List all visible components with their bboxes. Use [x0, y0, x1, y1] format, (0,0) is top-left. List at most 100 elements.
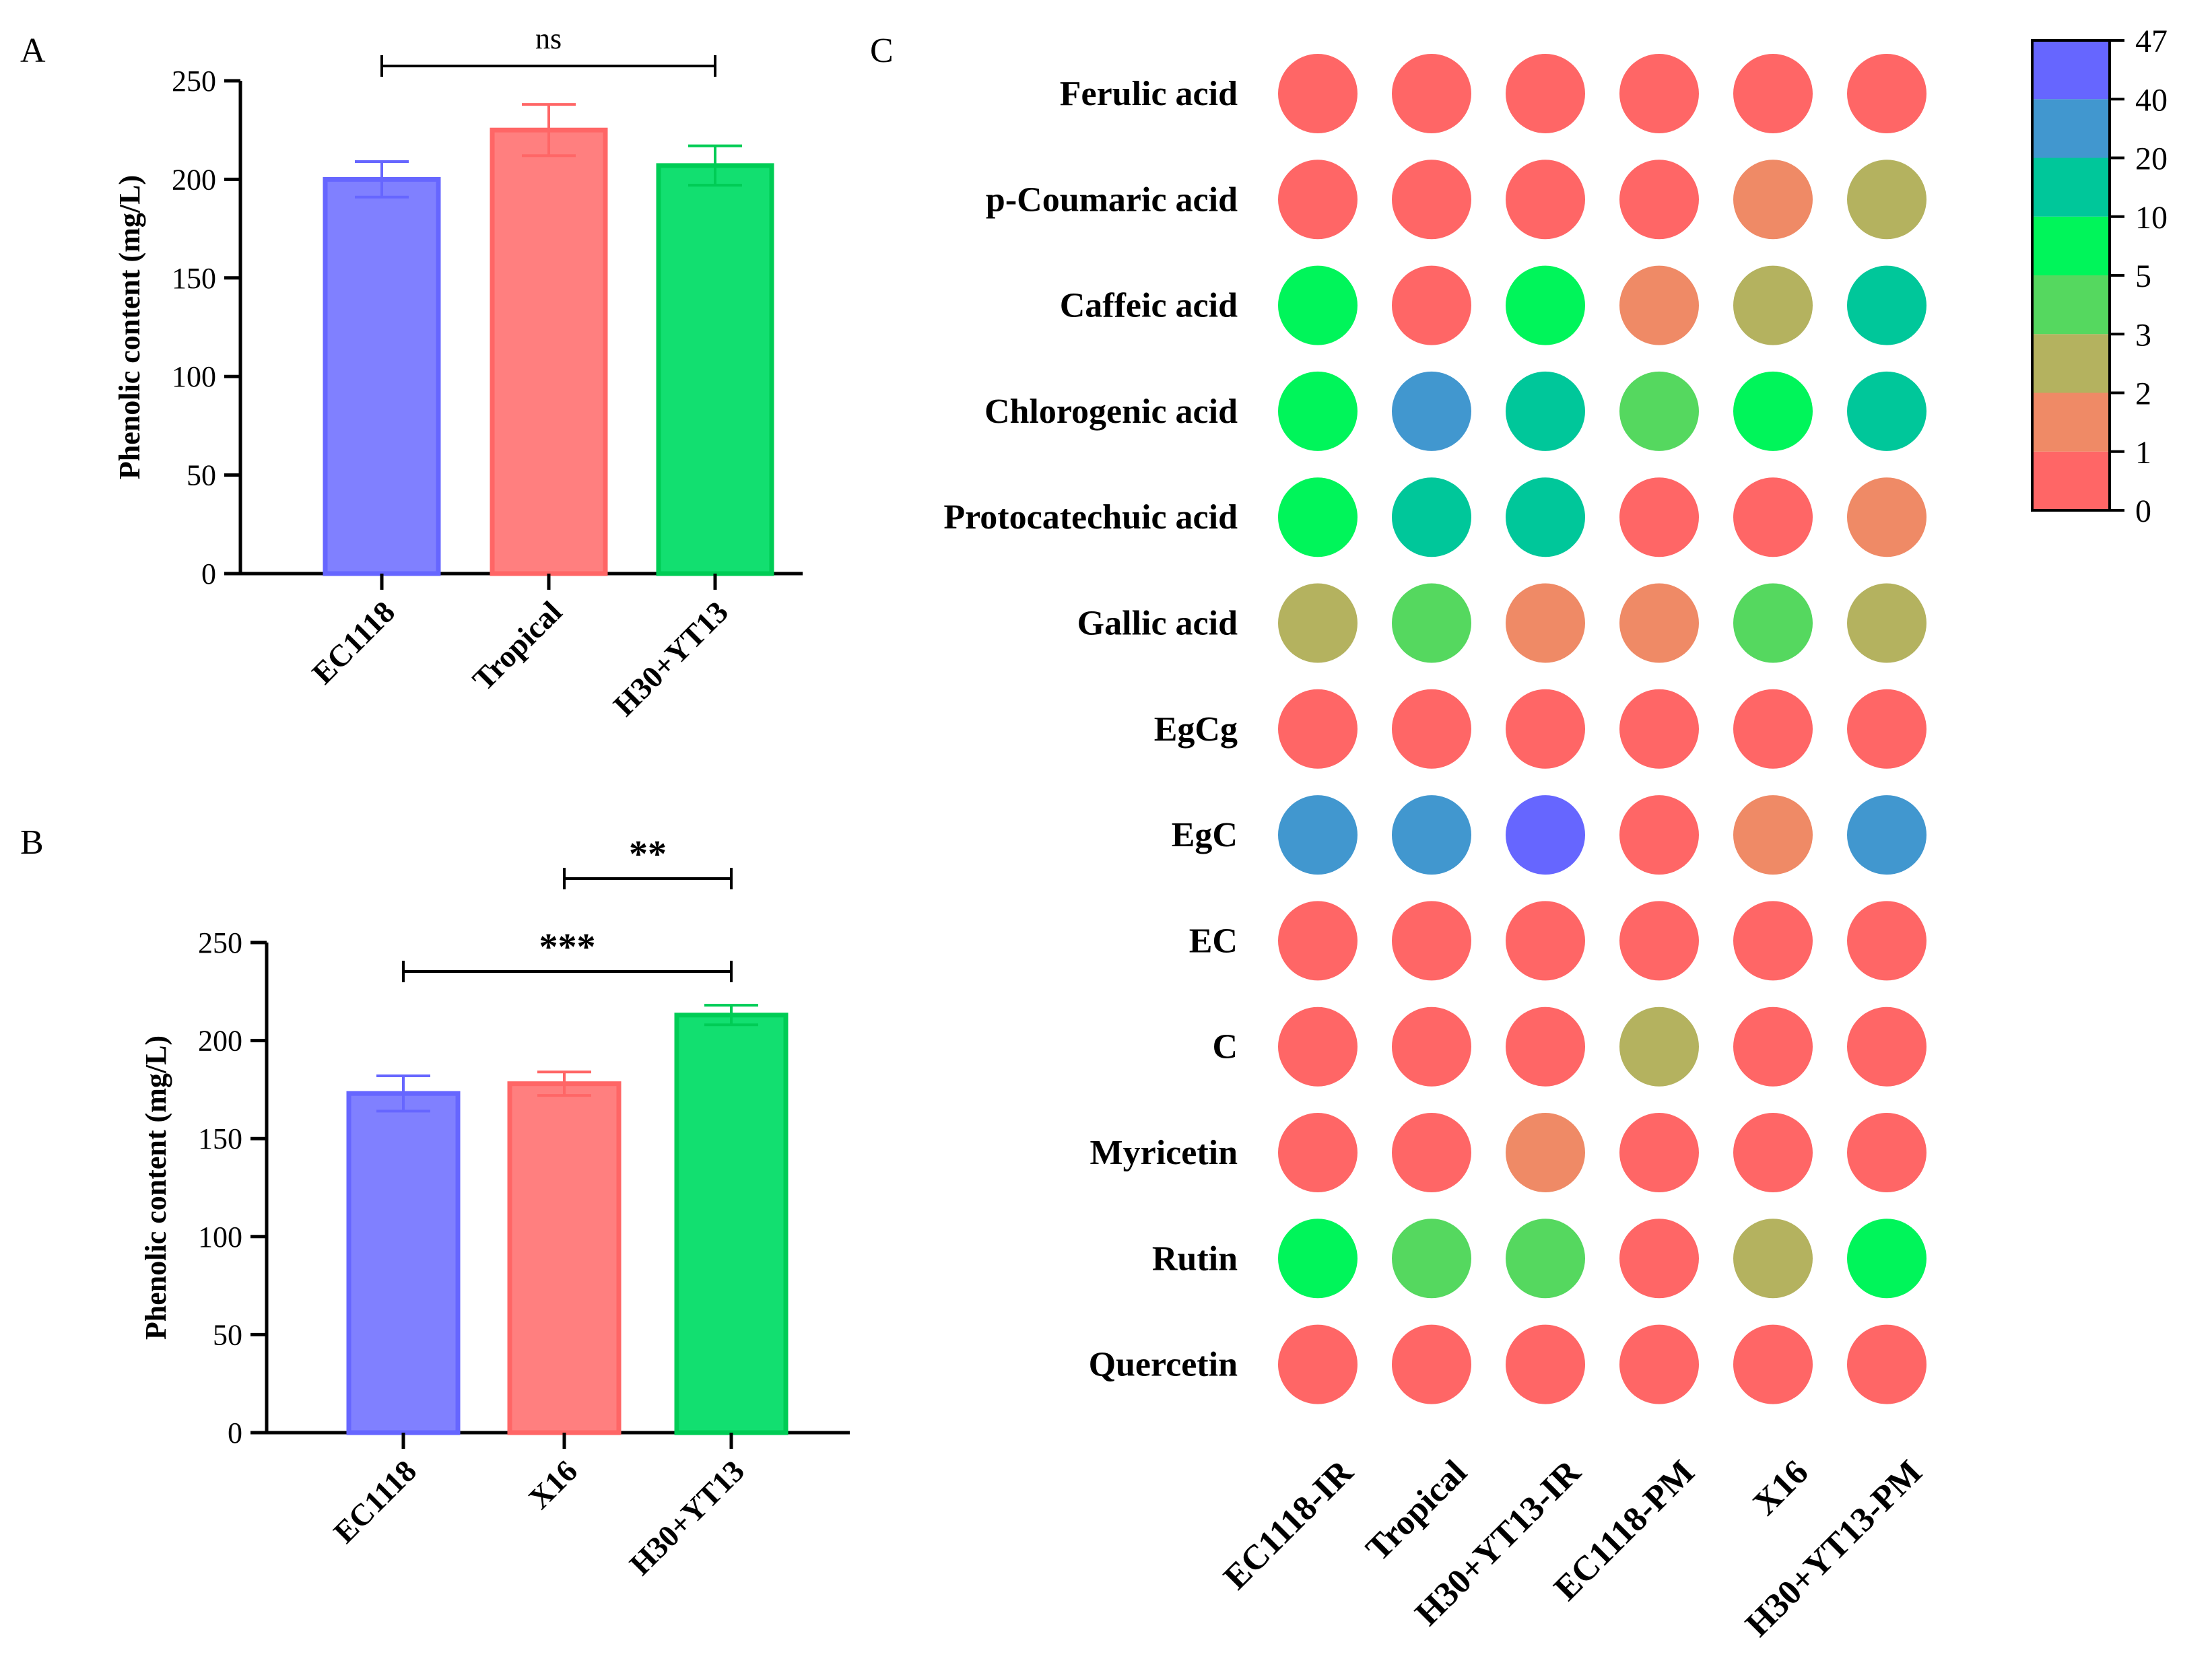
heatmap-dot [1506, 160, 1585, 240]
heatmap-dot [1392, 265, 1471, 345]
heatmap-dot [1278, 265, 1358, 345]
y-tick-label: 150 [198, 1122, 242, 1155]
row-label: Caffeic acid [1060, 287, 1238, 325]
heatmap-dot [1619, 1324, 1699, 1404]
heatmap-dot [1506, 1113, 1585, 1192]
heatmap-dot [1619, 265, 1699, 345]
colorbar-segment [2032, 99, 2110, 158]
heatmap-dot [1847, 583, 1926, 663]
heatmap-dot [1392, 1006, 1471, 1087]
heatmap-dot [1506, 265, 1585, 345]
heatmap-dot [1278, 1113, 1358, 1192]
colorbar-tick-label: 3 [2135, 317, 2151, 353]
heatmap-dot [1392, 1324, 1471, 1404]
heatmap-dot [1733, 371, 1813, 451]
heatmap-dot [1506, 1219, 1585, 1299]
significance-label: *** [539, 926, 596, 968]
colorbar-tick-label: 2 [2135, 376, 2151, 412]
heatmap-dot [1733, 901, 1813, 981]
heatmap-dot [1847, 795, 1926, 875]
heatmap-dot [1278, 1219, 1358, 1299]
heatmap-dot [1392, 901, 1471, 981]
heatmap-dot [1392, 54, 1471, 133]
panel-label-b: B [20, 823, 44, 862]
colorbar-segment [2032, 392, 2110, 452]
heatmap-dot [1506, 689, 1585, 769]
category-label: H30+YT13 [623, 1454, 751, 1581]
y-tick-label: 100 [198, 1221, 242, 1254]
y-tick-label: 250 [172, 65, 216, 98]
heatmap-dot [1278, 583, 1358, 663]
heatmap-dot [1506, 583, 1585, 663]
row-label: Quercetin [1089, 1346, 1238, 1384]
colorbar-segment [2032, 275, 2110, 335]
heatmap-dot [1619, 1113, 1699, 1192]
heatmap-dot [1847, 689, 1926, 769]
y-tick-label: 0 [201, 557, 216, 590]
heatmap-dot [1506, 54, 1585, 133]
row-label: EgCg [1154, 710, 1238, 749]
colorbar-tick-label: 20 [2135, 141, 2168, 177]
heatmap-dot [1619, 689, 1699, 769]
heatmap-dot [1847, 371, 1926, 451]
row-label: Gallic acid [1077, 605, 1238, 643]
category-label: EC1118 [327, 1454, 423, 1550]
heatmap-dot [1619, 795, 1699, 875]
heatmap-dot [1619, 1219, 1699, 1299]
category-label: EC1118 [305, 594, 401, 691]
heatmap-dot [1278, 901, 1358, 981]
category-label: X16 [522, 1454, 584, 1515]
heatmap-dot [1847, 265, 1926, 345]
colorbar-segment [2032, 334, 2110, 393]
bar [323, 176, 441, 576]
heatmap-dot [1847, 54, 1926, 133]
y-axis-title: Phenolic content (mg/L) [139, 1035, 172, 1340]
heatmap-dot [1278, 54, 1358, 133]
y-tick-label: 250 [198, 926, 242, 959]
row-label: Rutin [1152, 1239, 1238, 1278]
heatmap-dot [1619, 1006, 1699, 1087]
column-label: EC1118-IR [1217, 1452, 1362, 1597]
significance-label: ** [629, 833, 667, 875]
panel-label-c: C [870, 32, 894, 70]
colorbar-tick-label: 40 [2135, 82, 2168, 118]
heatmap-dot [1392, 795, 1471, 875]
y-tick-label: 50 [213, 1318, 242, 1351]
row-label: EC [1189, 922, 1238, 960]
heatmap-dot [1392, 477, 1471, 557]
heatmap-dot [1733, 1006, 1813, 1087]
heatmap-dot [1733, 160, 1813, 240]
bar [490, 127, 608, 576]
heatmap-dot [1392, 583, 1471, 663]
heatmap-dot [1847, 1006, 1926, 1087]
heatmap-dot [1392, 160, 1471, 240]
heatmap-dot [1278, 477, 1358, 557]
significance-label: ns [535, 22, 562, 55]
heatmap-dot [1847, 1324, 1926, 1404]
colorbar-segment [2032, 40, 2110, 100]
heatmap-dot [1278, 371, 1358, 451]
heatmap-dot [1733, 1219, 1813, 1299]
colorbar-segment [2032, 216, 2110, 275]
column-label: X16 [1746, 1453, 1816, 1523]
column-label: Tropical [1359, 1453, 1475, 1569]
heatmap-dot [1733, 1324, 1813, 1404]
heatmap-dot [1506, 1324, 1585, 1404]
heatmap-dot [1847, 1219, 1926, 1299]
heatmap-dot [1619, 583, 1699, 663]
heatmap-dot [1619, 371, 1699, 451]
row-label: Chlorogenic acid [984, 392, 1238, 431]
colorbar-segment [2032, 451, 2110, 510]
row-label: Protocatechuic acid [943, 498, 1238, 537]
bar [346, 1091, 461, 1435]
heatmap-dot [1278, 689, 1358, 769]
heatmap-dot [1733, 795, 1813, 875]
y-tick-label: 0 [228, 1416, 242, 1449]
panel-label-a: A [20, 32, 46, 70]
row-label: Ferulic acid [1060, 75, 1238, 113]
heatmap-dot [1278, 1006, 1358, 1087]
row-label: C [1212, 1028, 1238, 1066]
colorbar-segment [2032, 158, 2110, 217]
